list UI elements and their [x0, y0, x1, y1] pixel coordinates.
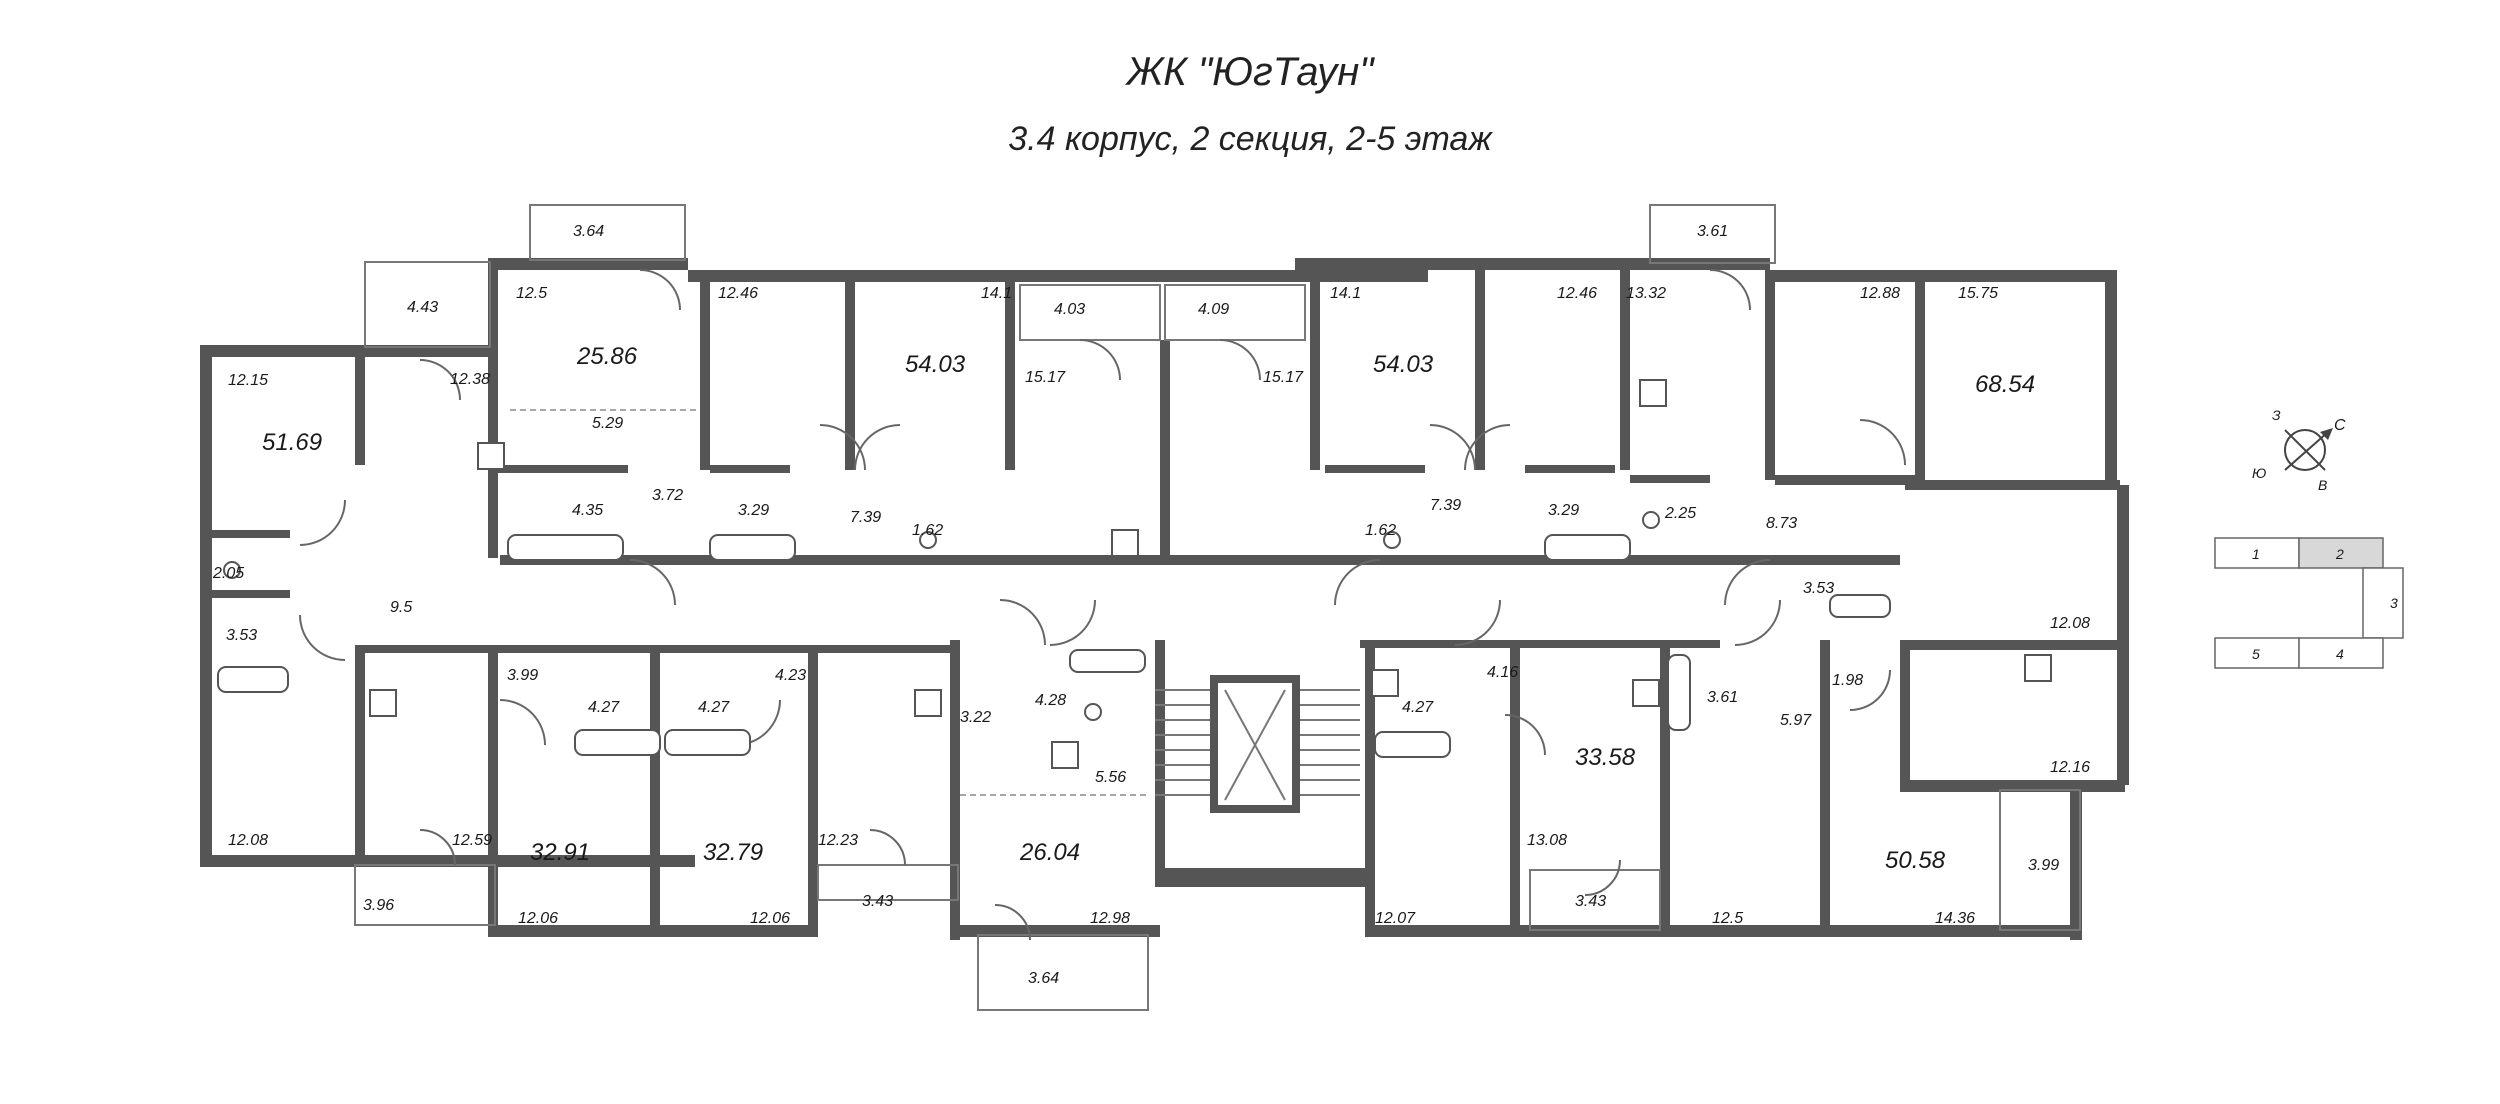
room-area: 12.88 — [1860, 285, 1900, 302]
fixtures — [217, 379, 2052, 769]
room-area: 12.98 — [1090, 910, 1130, 927]
room-area: 5.97 — [1780, 712, 1812, 729]
room-area: 12.07 — [1375, 910, 1416, 927]
room-area: 12.5 — [1712, 910, 1743, 927]
doors — [299, 269, 1906, 941]
room-area: 3.61 — [1707, 689, 1738, 706]
room-area: 4.27 — [588, 699, 620, 716]
room-area: 5.29 — [592, 415, 623, 432]
room-area: 12.15 — [228, 372, 268, 389]
compass-east: В — [2318, 477, 2327, 493]
room-area: 15.17 — [1263, 369, 1304, 386]
room-area: 4.23 — [775, 667, 806, 684]
room-area: 15.75 — [1958, 285, 1998, 302]
page-title: ЖК "ЮгТаун" — [1126, 50, 1374, 94]
room-area: 1.62 — [912, 522, 943, 539]
compass: З С Ю В — [2252, 407, 2346, 493]
room-area: 3.96 — [363, 897, 394, 914]
room-area: 4.28 — [1035, 692, 1066, 709]
room-area: 3.99 — [507, 667, 538, 684]
room-area: 4.16 — [1487, 664, 1518, 681]
room-area: 3.43 — [1575, 893, 1606, 910]
room-area: 12.23 — [818, 832, 858, 849]
room-area: 12.38 — [450, 371, 490, 388]
compass-south: Ю — [2252, 465, 2266, 481]
compass-west: З — [2272, 407, 2281, 423]
room-area: 14.1 — [1330, 285, 1361, 302]
room-area: 12.5 — [516, 285, 547, 302]
room-area: 2.05 — [212, 565, 244, 582]
dashed-partitions — [510, 409, 1150, 796]
room-area: 3.72 — [652, 487, 683, 504]
room-area: 14.36 — [1935, 910, 1975, 927]
room-area: 7.39 — [1430, 497, 1461, 514]
section-key-cell: 1 — [2252, 546, 2260, 562]
compass-north: С — [2334, 417, 2346, 434]
room-area: 12.16 — [2050, 759, 2090, 776]
room-area: 3.53 — [226, 627, 257, 644]
room-area: 12.46 — [1557, 285, 1597, 302]
room-area: 3.53 — [1803, 580, 1834, 597]
balconies — [354, 204, 2081, 1011]
room-area: 4.27 — [698, 699, 730, 716]
room-area: 3.64 — [1028, 970, 1059, 987]
apartment-total-area: 54.03 — [905, 351, 966, 378]
room-area: 12.06 — [750, 910, 790, 927]
room-area: 5.56 — [1095, 769, 1126, 786]
room-area: 3.61 — [1697, 223, 1728, 240]
apartment-total-area: 33.58 — [1575, 744, 1636, 771]
room-area: 1.62 — [1365, 522, 1396, 539]
apartment-total-area: 32.91 — [530, 839, 590, 866]
section-key-cell: 4 — [2336, 646, 2344, 662]
section-key-cell: 5 — [2252, 646, 2260, 662]
room-area: 12.06 — [518, 910, 558, 927]
room-area: 12.46 — [718, 285, 758, 302]
room-area: 13.32 — [1626, 285, 1666, 302]
apartment-total-area: 68.54 — [1975, 371, 2035, 398]
section-key-cell: 3 — [2390, 595, 2398, 611]
room-area: 3.29 — [1548, 502, 1579, 519]
room-area: 1.98 — [1832, 672, 1863, 689]
apartment-total-area: 26.04 — [1019, 839, 1080, 866]
room-area: 3.43 — [862, 893, 893, 910]
room-area: 8.73 — [1766, 515, 1797, 532]
room-area: 14.1 — [981, 285, 1012, 302]
room-area: 13.08 — [1527, 832, 1567, 849]
room-area-labels: 3.64 4.43 12.5 12.15 12.38 5.29 4.35 3.7… — [212, 223, 2090, 987]
room-area: 4.35 — [572, 502, 603, 519]
room-area: 15.17 — [1025, 369, 1066, 386]
apartment-total-area: 25.86 — [576, 343, 638, 370]
walls — [200, 258, 2129, 940]
apartment-total-area: 51.69 — [262, 429, 322, 456]
room-area: 2.25 — [1664, 505, 1696, 522]
section-key: 1 2 3 5 4 — [2214, 537, 2404, 669]
room-area: 3.99 — [2028, 857, 2059, 874]
room-area: 12.59 — [452, 832, 492, 849]
room-area: 12.08 — [2050, 615, 2090, 632]
room-area: 3.22 — [960, 709, 991, 726]
room-area: 4.43 — [407, 299, 438, 316]
apartment-total-area: 54.03 — [1373, 351, 1434, 378]
room-area: 4.27 — [1402, 699, 1434, 716]
apartment-total-area: 50.58 — [1885, 847, 1946, 874]
apartment-total-area: 32.79 — [703, 839, 763, 866]
page-subtitle: 3.4 корпус, 2 секция, 2-5 этаж — [1008, 120, 1492, 158]
room-area: 4.09 — [1198, 301, 1229, 318]
section-key-cell: 2 — [2335, 546, 2344, 562]
room-area: 9.5 — [390, 599, 412, 616]
room-area: 12.08 — [228, 832, 268, 849]
staircase — [1155, 689, 1360, 801]
room-area: 7.39 — [850, 509, 881, 526]
apartment-area-labels: 51.69 25.86 54.03 54.03 68.54 32.91 32.7… — [262, 343, 2035, 874]
room-area: 4.03 — [1054, 301, 1085, 318]
room-area: 3.64 — [573, 223, 604, 240]
room-area: 3.29 — [738, 502, 769, 519]
